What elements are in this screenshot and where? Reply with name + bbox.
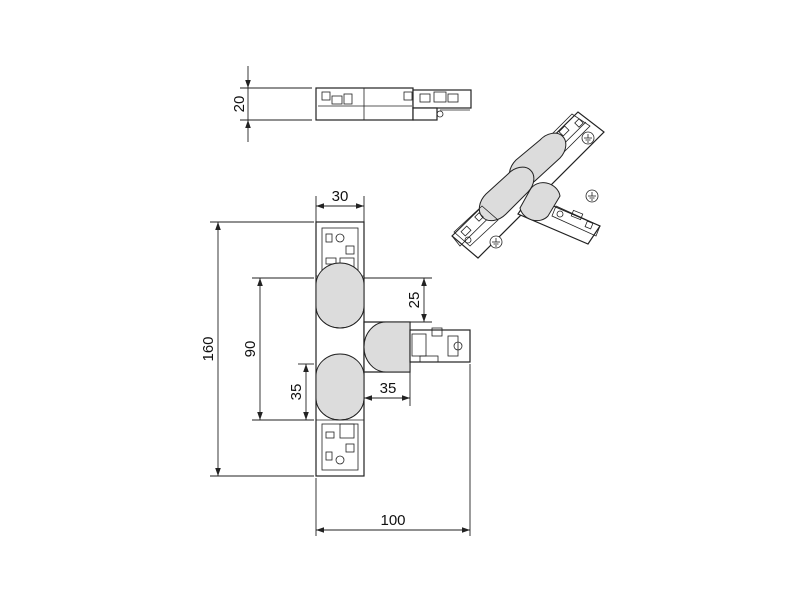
dimension-branch-lower: 35	[288, 363, 314, 420]
dim-label-branch-span: 90	[242, 341, 259, 358]
dim-label-total-height: 160	[200, 336, 217, 361]
dimension-total-width: 100	[315, 364, 471, 536]
earth-ground-icon	[585, 189, 599, 203]
dimension-branch-length: 35	[363, 372, 411, 406]
dimension-width-top: 30	[315, 188, 365, 222]
dim-label-branch-lower: 35	[288, 384, 305, 401]
dimension-total-height: 160	[200, 221, 314, 477]
dim-label-height-side: 20	[231, 96, 248, 113]
side-view	[315, 87, 472, 121]
dimension-height-side: 20	[231, 66, 312, 142]
top-view	[315, 221, 471, 477]
dimension-branch-span: 90	[242, 277, 314, 421]
earth-ground-icon	[489, 235, 503, 249]
dimension-branch-offset-top: 25	[364, 277, 432, 323]
dim-label-branch-offset-top: 25	[406, 292, 423, 309]
earth-ground-icon	[581, 131, 595, 145]
dim-label-width-top: 30	[332, 188, 349, 205]
isometric-view	[451, 111, 605, 259]
dim-label-branch-length: 35	[380, 380, 397, 397]
dim-label-total-width: 100	[380, 512, 405, 529]
